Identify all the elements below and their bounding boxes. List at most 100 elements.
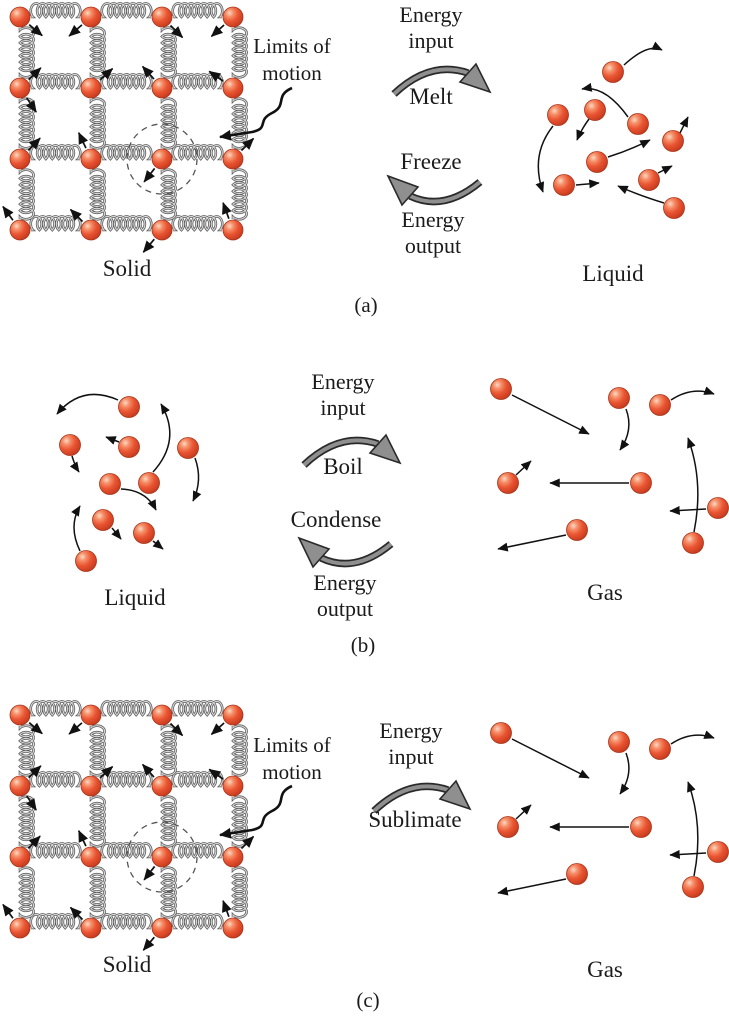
motion-arrow [28,67,42,81]
limits-of-motion-circle [126,821,198,893]
motion-arrow [169,24,184,39]
atom [663,197,685,219]
atom [222,148,244,170]
atom [151,77,173,99]
atom [80,775,102,797]
motion-arrow [607,139,651,158]
atom [547,104,569,126]
gas-label: Gas [587,580,623,605]
atom [608,731,630,753]
atom [553,174,575,196]
motion-arrow [687,437,699,533]
spring [18,97,35,150]
atom [9,775,31,797]
spring [171,73,224,90]
atom [649,394,671,416]
atom [75,550,97,572]
spring [160,26,177,79]
atom [177,437,199,459]
spring [29,73,82,90]
motion-arrow [669,505,707,515]
atom [80,219,102,241]
motion-arrow [152,403,171,473]
motion-arrow [68,722,83,735]
spring [29,2,82,19]
motion-arrow [27,835,41,849]
motion-arrow [28,765,42,779]
motion-arrow [141,65,155,80]
spring [29,700,82,717]
motion-arrow [623,41,663,66]
gas-label: Gas [587,957,623,982]
atom [92,509,114,531]
spring [18,866,35,919]
atom [133,522,155,544]
atom [99,473,121,495]
spring [89,168,106,221]
motion-arrow [77,829,89,847]
motion-arrow [169,722,184,737]
motion-arrow [69,906,84,921]
motion-arrow [71,505,81,552]
spring [29,913,82,930]
spring [231,795,248,848]
spring [89,866,106,919]
motion-arrow [511,738,590,779]
atom [9,704,31,726]
spring [100,144,153,161]
atom [80,846,102,868]
motion-arrow [222,201,232,220]
atom [222,77,244,99]
motion-arrow [142,936,155,951]
atom [9,6,31,28]
spring [160,724,177,777]
spring [18,795,35,848]
solid-label: Solid [102,952,152,977]
spring [100,700,153,717]
atom [490,722,512,744]
atom [118,436,140,458]
spring [100,842,153,859]
motion-arrow [619,408,630,451]
panel-c: Limits of motion Solid Energy input Subl… [0,670,729,1018]
atom [497,472,519,494]
freeze-label: Freeze [400,149,462,174]
motion-arrow [619,752,630,795]
spring [171,913,224,930]
liquid-molecules [56,393,202,572]
motion-arrow [575,179,600,189]
spring [231,97,248,150]
solid-lattice [2,700,255,951]
spring [29,771,82,788]
motion-arrow [141,763,155,778]
panel-b-caption: (b) [350,633,376,657]
atom [151,917,173,939]
motion-arrow [28,722,43,735]
atom [586,151,608,173]
atom [151,219,173,241]
motion-arrow [581,82,629,118]
motion-arrow [515,804,532,820]
spring [171,215,224,232]
atom [222,846,244,868]
atom [80,917,102,939]
motion-arrow [27,137,41,151]
spring [100,2,153,19]
atom [80,77,102,99]
panel-a: Limits of motion Solid Energy input Melt… [0,0,729,332]
energy-input-label: Energy input [311,369,375,420]
panel-c-graphics [2,700,729,951]
limits-of-motion-label: Limits of motion [253,34,331,85]
atom [638,169,660,191]
motion-arrow [99,765,114,779]
motion-arrow [576,118,590,141]
motion-arrow [192,457,202,502]
motion-arrow [77,131,89,149]
spring [171,144,224,161]
atom [649,738,671,760]
motion-arrow [25,795,37,811]
motion-arrow [111,527,122,540]
motion-arrow [515,460,532,476]
motion-arrow [657,165,673,175]
